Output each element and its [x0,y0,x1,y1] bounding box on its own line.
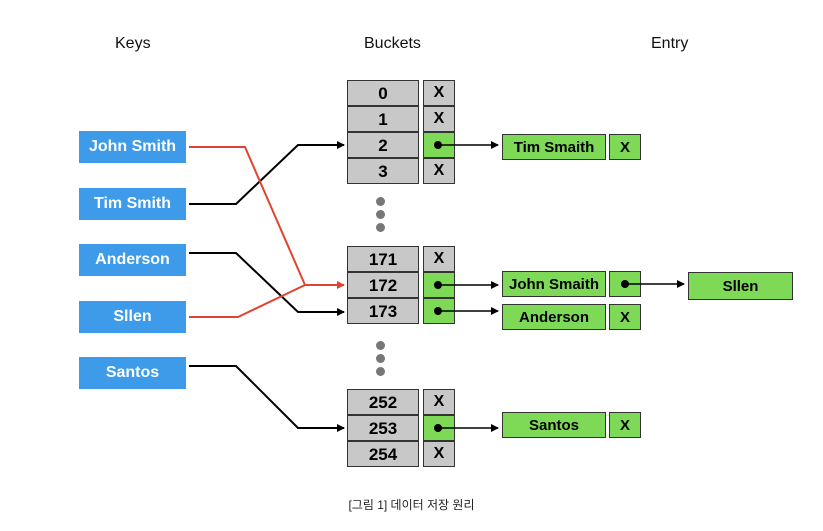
bucket-index: 172 [347,272,419,298]
entry-null-pointer: X [609,304,641,330]
ellipsis-dot [376,354,385,363]
entry-null-pointer: X [609,412,641,438]
key-anderson: Anderson [79,244,186,276]
bucket-index: 254 [347,441,419,467]
line-john-to-172 [189,146,345,289]
ellipsis-dot [376,197,385,206]
entry-john-smaith: John Smaith [502,271,606,297]
bucket-null-pointer: X [423,441,455,467]
entry-sllen: Sllen [688,272,793,300]
bucket-null-pointer: X [423,106,455,132]
bucket-index: 1 [347,106,419,132]
bucket-index: 171 [347,246,419,272]
key-santos: Santos [79,357,186,389]
ellipsis-dot [376,223,385,232]
bucket-index: 252 [347,389,419,415]
bucket-index: 3 [347,158,419,184]
buckets-header: Buckets [364,35,421,52]
bucket-index: 2 [347,132,419,158]
entry-anderson: Anderson [502,304,606,330]
key-sllen: Sllen [79,301,186,333]
line-anderson-to-173 [189,252,345,316]
line-sllen-to-172 [189,284,306,318]
line-tim-to-2 [189,141,345,205]
entry-tim-smaith: Tim Smaith [502,134,606,160]
bucket-null-pointer: X [423,80,455,106]
ellipsis-dot [376,367,385,376]
entry-header: Entry [651,35,689,52]
ellipsis-dot [376,341,385,350]
bucket-null-pointer: X [423,246,455,272]
bucket-null-pointer: X [423,389,455,415]
bucket-index: 0 [347,80,419,106]
entry-santos: Santos [502,412,606,438]
bucket-index: 173 [347,298,419,324]
keys-header: Keys [115,35,151,52]
bucket-null-pointer: X [423,158,455,184]
bucket-index: 253 [347,415,419,441]
line-santos-to-253 [189,365,345,432]
ellipsis-dot [376,210,385,219]
key-tim-smith: Tim Smith [79,188,186,220]
entry-null-pointer: X [609,134,641,160]
figure-caption: [그림 1] 데이터 저장 원리 [348,498,475,512]
key-john-smith: John Smith [79,131,186,163]
